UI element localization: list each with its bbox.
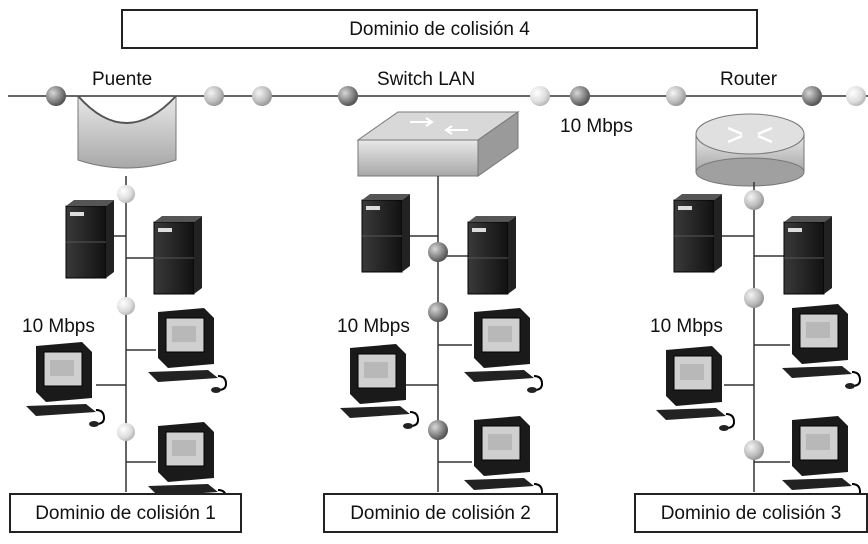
server-icon xyxy=(467,215,517,295)
router-icon xyxy=(695,113,805,187)
collision-domain-1-box: Dominio de colisión 1 xyxy=(9,493,242,533)
backbone-node xyxy=(530,86,550,106)
switch-label: Switch LAN xyxy=(377,69,476,90)
switch-icon xyxy=(356,111,520,177)
server-icon xyxy=(65,199,115,279)
backbone-node xyxy=(252,86,272,106)
computer-icon xyxy=(25,341,105,428)
segment-3-speed: 10 Mbps xyxy=(650,316,723,337)
computer-icon xyxy=(463,415,543,502)
backbone-node xyxy=(46,86,66,106)
bridge-label: Puente xyxy=(92,69,153,90)
collision-domain-4-box: Dominio de colisión 4 xyxy=(121,9,758,49)
backbone-node xyxy=(802,86,822,106)
router-label: Router xyxy=(720,69,778,90)
segment-2-speed: 10 Mbps xyxy=(337,316,410,337)
collision-domain-3-box: Dominio de colisión 3 xyxy=(634,493,868,533)
computer-icon xyxy=(655,345,735,432)
computer-icon xyxy=(781,415,861,502)
collision-domain-2-box: Dominio de colisión 2 xyxy=(323,493,558,533)
backbone-node xyxy=(846,86,866,106)
computer-icon xyxy=(147,307,227,394)
computer-icon xyxy=(781,303,861,390)
backbone-speed-label: 10 Mbps xyxy=(560,116,633,137)
backbone-node xyxy=(666,86,686,106)
bridge-icon xyxy=(77,94,177,169)
segment-1-speed: 10 Mbps xyxy=(22,316,95,337)
computer-icon xyxy=(339,343,419,430)
backbone-node xyxy=(204,86,224,106)
backbone-node xyxy=(338,86,358,106)
server-icon xyxy=(783,215,833,295)
server-icon xyxy=(361,193,411,273)
backbone-node xyxy=(570,86,590,106)
computer-icon xyxy=(463,307,543,394)
server-icon xyxy=(673,193,723,273)
server-icon xyxy=(153,215,203,295)
